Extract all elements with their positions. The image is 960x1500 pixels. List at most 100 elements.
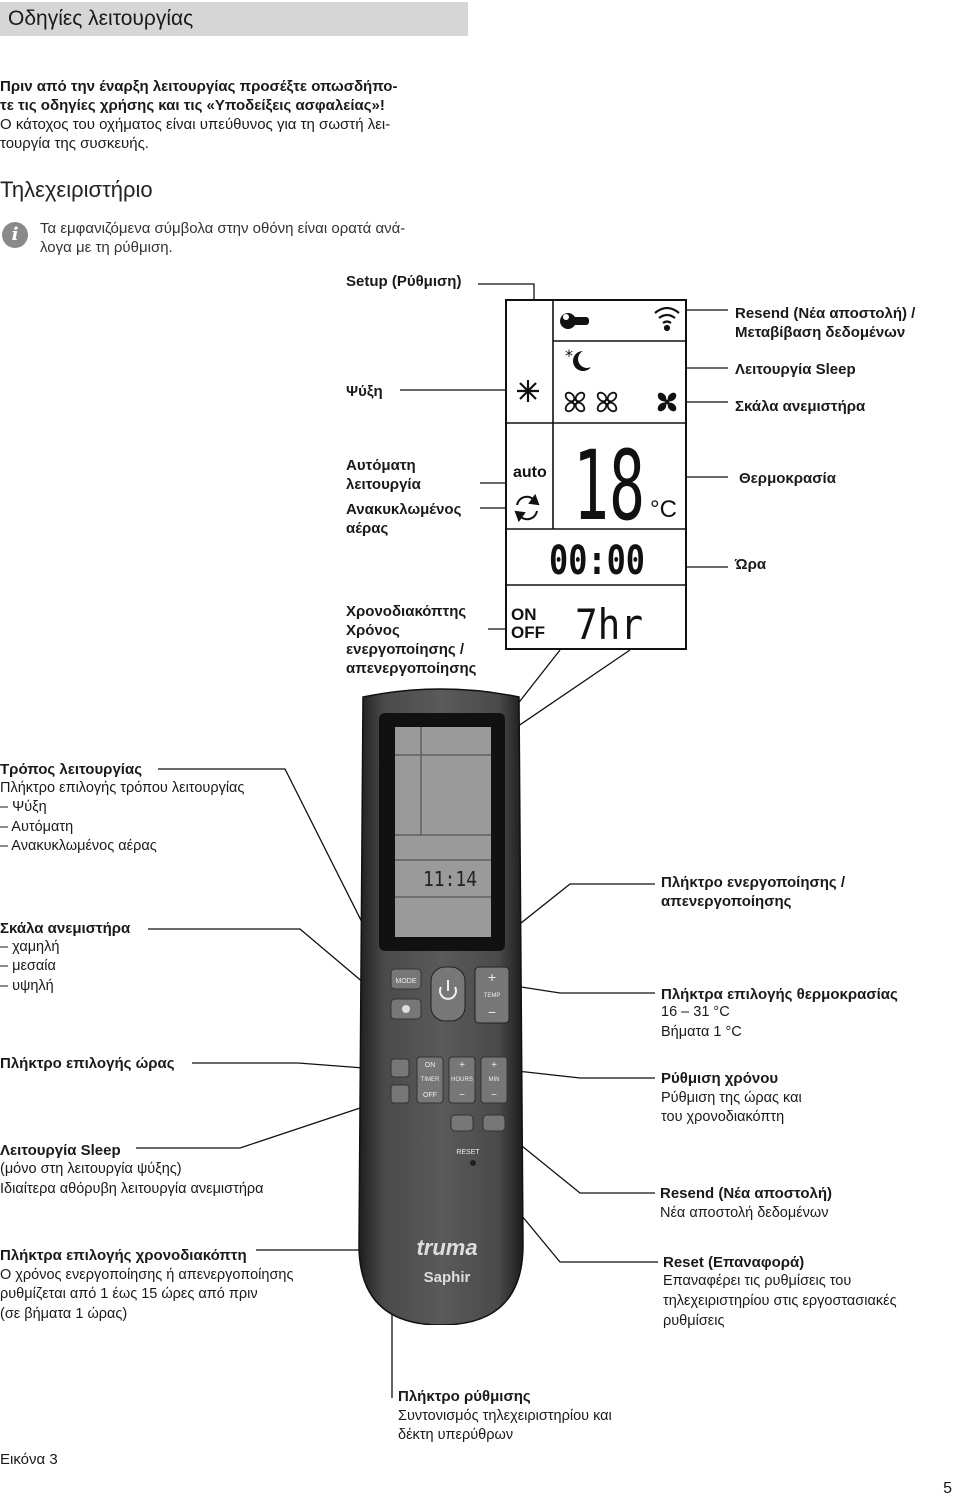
intro-warning-line-2: τε τις οδηγίες χρήσης και τις «Υποδείξει… [0,97,385,114]
label-timer-line-1: Χρονοδιακόπτης [346,603,467,620]
note-temp-title: Πλήκτρα επιλογής θερμοκρασίας [661,986,898,1003]
svg-text:HOURS: HOURS [451,1077,473,1083]
label-resend-line-2: Μεταβίβαση δεδομένων [735,324,906,341]
note-setup-line-1: Συντονισμός τηλεχειριστηρίου και [398,1408,612,1424]
lcd-temp-unit: °C [650,496,677,523]
lcd-off: OFF [511,623,545,642]
note-power-title-1: Πλήκτρο ενεργοποίησης / [661,874,846,891]
note-sleep-title: Λειτουργία Sleep [0,1142,121,1159]
min-buttons[interactable] [480,1056,508,1104]
note-fan-line-2: – μεσαία [0,958,56,974]
label-time: Ώρα [735,556,767,573]
info-icon: i [2,222,28,248]
note-power-title-2: απενεργοποίησης [661,893,792,910]
label-cooling: Ψύξη [346,383,383,400]
lcd-auto: auto [513,464,547,481]
hour-button[interactable] [390,1058,410,1078]
remote-clock: 11:14 [423,867,477,891]
svg-text:OFF: OFF [423,1092,437,1099]
note-mode-line-2: – Ψύξη [0,799,47,815]
wrench-icon [560,313,589,329]
mode-button[interactable] [390,968,422,990]
lcd-frame [505,299,687,650]
moon-star-icon: * [565,346,591,371]
intro-text-line-2: τουργία της συσκευής. [0,135,149,152]
power-icon [439,986,457,1000]
label-temperature: Θερμοκρασία [739,470,836,487]
svg-text:*: * [565,346,573,365]
lcd-timer-value: 7hr [575,600,643,649]
sleep-button[interactable] [390,1084,410,1104]
info-text-line-2: λογα με τη ρύθμιση. [40,239,173,256]
fan-button-icon [402,1005,410,1013]
title-bar: Οδηγίες λειτουργίας [0,2,468,36]
svg-text:−: − [491,1090,497,1101]
intro-warning-line-1: Πριν από την έναρξη λειτουργίας προσέξτε… [0,78,398,95]
snowflake-icon [517,380,539,402]
note-reset-line-1: Επαναφέρει τις ρυθμίσεις του [663,1273,852,1289]
label-recirc-line-2: αέρας [346,520,389,537]
model-name: Saphir [424,1269,471,1286]
label-resend-line-1: Resend (Νέα αποστολή) / [735,305,916,322]
section-title: Τηλεχειριστήριο [0,177,153,202]
note-fan-line-1: – χαμηλή [0,939,60,955]
reset-button[interactable] [470,1160,476,1166]
temp-plus: + [488,969,496,985]
note-setup-title: Πλήκτρο ρύθμισης [398,1388,531,1405]
label-auto-line-2: λειτουργία [346,476,421,493]
note-mode-title: Τρόπος λειτουργίας [0,761,142,778]
setup-button[interactable] [450,1114,474,1132]
fan-icon [564,391,618,413]
note-reset-title: Reset (Επαναφορά) [663,1254,805,1271]
note-time-line-2: του χρονοδιακόπτη [661,1109,785,1125]
note-sleep-line-2: Ιδιαίτερα αθόρυβη λειτουργία ανεμιστήρα [0,1181,264,1197]
svg-text:TIMER: TIMER [421,1077,440,1083]
wifi-icon [654,306,680,332]
info-text-line-1: Τα εμφανιζόμενα σύμβολα στην οθόνη είναι… [40,220,406,237]
lcd-temp-value: 18 [573,430,645,542]
svg-text:ON: ON [425,1062,436,1069]
timer-buttons[interactable] [416,1056,444,1104]
svg-text:TEMP: TEMP [484,993,501,999]
note-fan-title: Σκάλα ανεμιστήρα [0,920,131,937]
label-fan-scale: Σκάλα ανεμιστήρα [735,398,866,415]
page-number: 5 [943,1480,952,1497]
resend-button[interactable] [482,1114,506,1132]
svg-text:+: + [459,1060,465,1071]
lcd-on: ON [511,605,537,624]
label-timer-line-4: απενεργοποίησης [346,660,477,677]
remote-screen [395,727,491,937]
svg-text:−: − [459,1090,465,1101]
lcd-clock: 00:00 [549,538,645,584]
lcd-display: * auto 18 °C 00:00 ON OFF 7hr [505,299,687,650]
svg-text:RESET: RESET [456,1149,480,1156]
label-auto-line-1: Αυτόματη [346,457,416,474]
note-resend-title: Resend (Νέα αποστολή) [660,1185,832,1202]
label-sleep: Λειτουργία Sleep [735,361,856,378]
temp-buttons[interactable] [474,966,510,1024]
note-temp-line-1: 16 – 31 °C [661,1004,730,1020]
note-time-title: Ρύθμιση χρόνου [661,1070,779,1087]
brand-logo: truma [416,1235,477,1260]
note-timer-line-1: Ο χρόνος ενεργοποίησης ή απενεργοποίησης [0,1267,294,1283]
power-button[interactable] [430,966,466,1022]
intro-text-line-1: Ο κάτοχος του οχήματος είναι υπεύθυνος γ… [0,116,391,133]
hours-buttons[interactable] [448,1056,476,1104]
fan-icon-filled [657,392,677,412]
note-reset-line-3: ρυθμίσεις [663,1313,725,1329]
label-timer-line-2: Χρόνος [346,622,400,639]
note-timer-line-3: (σε βήματα 1 ώρας) [0,1306,128,1322]
temp-minus: − [488,1004,496,1020]
remote-control: 11:14 MODE + TEMP − ON TIMER OFF + HOURS… [358,688,524,1325]
note-reset-line-2: τηλεχειριστηρίου στις εργοστασιακές [663,1293,897,1309]
note-timer-title: Πλήκτρα επιλογής χρονοδιακόπτη [0,1247,247,1264]
svg-text:+: + [491,1060,497,1071]
note-time-line-1: Ρύθμιση της ώρας και [661,1090,802,1106]
svg-text:MIN: MIN [489,1077,500,1083]
note-timer-line-2: ρυθμίζεται από 1 έως 15 ώρες από πριν [0,1286,258,1302]
note-resend-line-1: Νέα αποστολή δεδομένων [660,1205,829,1221]
note-setup-line-2: δέκτη υπερύθρων [398,1427,514,1443]
note-fan-line-3: – υψηλή [0,978,54,994]
note-temp-line-2: Βήματα 1 °C [661,1024,742,1040]
label-timer-line-3: ενεργοποίησης / [346,641,465,658]
